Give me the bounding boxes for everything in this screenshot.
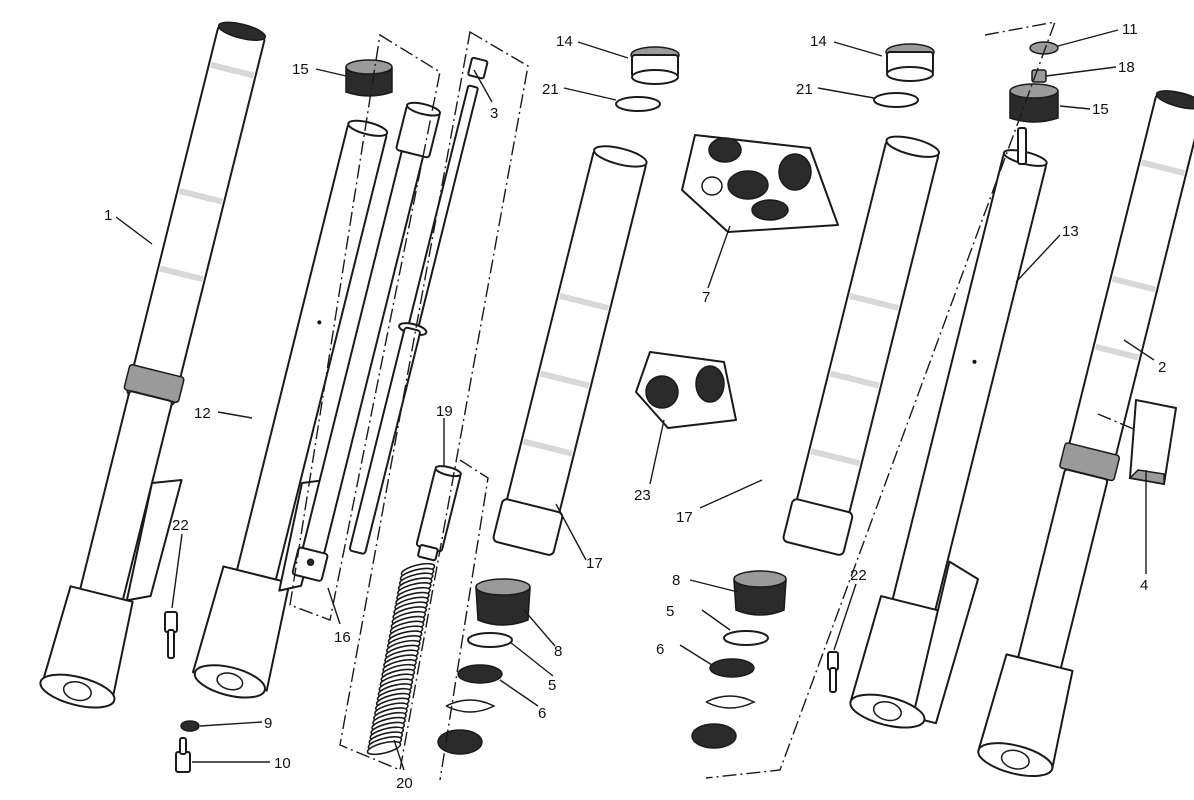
plug-14-right bbox=[885, 43, 935, 82]
bushing-8-right bbox=[733, 570, 787, 616]
fork-tube-17-left bbox=[492, 145, 648, 556]
fork-leg-left bbox=[39, 21, 267, 709]
plug-14-left bbox=[630, 46, 680, 85]
assembly-line-left-b bbox=[339, 30, 529, 771]
clip-left bbox=[445, 699, 496, 713]
oring-21-right bbox=[873, 92, 919, 108]
label-18: 18 bbox=[1118, 59, 1135, 76]
label-7: 7 bbox=[702, 289, 710, 306]
label-21-right: 21 bbox=[796, 81, 813, 98]
rod-13-top bbox=[1017, 127, 1027, 165]
label-13: 13 bbox=[1062, 223, 1079, 240]
dust-cap-right bbox=[691, 723, 737, 749]
assembly-line-right bbox=[705, 21, 1057, 779]
label-11: 11 bbox=[1122, 21, 1138, 38]
cap-15-right bbox=[1009, 83, 1059, 123]
label-17-left: 17 bbox=[586, 555, 603, 572]
label-15-right: 15 bbox=[1092, 101, 1109, 118]
label-1: 1 bbox=[104, 207, 112, 224]
assembly-line-left-c bbox=[439, 459, 489, 781]
label-19: 19 bbox=[436, 403, 453, 420]
cap-15-left bbox=[345, 59, 393, 97]
bushing-8-left bbox=[475, 578, 531, 626]
seal-6-right bbox=[709, 658, 755, 678]
rod-3 bbox=[348, 56, 489, 555]
sticker-4 bbox=[1128, 399, 1177, 485]
label-9: 9 bbox=[264, 715, 272, 732]
fork-leg-12 bbox=[191, 119, 389, 699]
kit-23 bbox=[635, 351, 737, 429]
leader-lines bbox=[115, 29, 1155, 771]
bolt-22-right bbox=[827, 651, 839, 693]
label-6-right: 6 bbox=[656, 641, 664, 658]
label-4: 4 bbox=[1140, 577, 1148, 594]
washer-5-left bbox=[467, 632, 513, 648]
bolt-10 bbox=[175, 737, 191, 773]
label-3: 3 bbox=[490, 105, 498, 122]
fork-leg-13 bbox=[849, 149, 1048, 729]
dust-cap-left bbox=[437, 729, 483, 755]
label-14-left: 14 bbox=[556, 33, 573, 50]
washer-11 bbox=[1029, 41, 1059, 55]
label-22-right: 22 bbox=[850, 567, 867, 584]
fork-leg-right bbox=[977, 90, 1194, 778]
piston-19 bbox=[415, 465, 462, 562]
label-17-right: 17 bbox=[676, 509, 693, 526]
label-8-left: 8 bbox=[554, 643, 562, 660]
label-21-left: 21 bbox=[542, 81, 559, 98]
label-15-left: 15 bbox=[292, 61, 309, 78]
bolt-22-left bbox=[164, 611, 178, 659]
label-16: 16 bbox=[334, 629, 351, 646]
oring-21-left bbox=[615, 96, 661, 112]
label-10: 10 bbox=[274, 755, 291, 772]
label-5-left: 5 bbox=[548, 677, 556, 694]
cartridge-16 bbox=[291, 101, 442, 582]
label-14-right: 14 bbox=[810, 33, 827, 50]
label-8-right: 8 bbox=[672, 572, 680, 589]
washer-9 bbox=[180, 720, 200, 732]
washer-5-right bbox=[723, 630, 769, 646]
clip-right bbox=[705, 695, 756, 709]
spring-20 bbox=[366, 562, 436, 756]
label-22-left: 22 bbox=[172, 517, 189, 534]
label-20: 20 bbox=[396, 775, 413, 792]
part-labels: 1 2 3 4 5 5 6 6 7 8 8 9 10 11 12 13 14 1… bbox=[104, 21, 1166, 792]
label-5-right: 5 bbox=[666, 603, 674, 620]
label-23: 23 bbox=[634, 487, 651, 504]
kit-7 bbox=[681, 134, 839, 233]
assembly-line-left-a bbox=[289, 33, 441, 621]
label-2: 2 bbox=[1158, 359, 1166, 376]
label-6-left: 6 bbox=[538, 705, 546, 722]
fork-tube-17-right bbox=[782, 135, 941, 556]
label-12: 12 bbox=[194, 405, 211, 422]
assembly-line-sticker bbox=[1097, 413, 1137, 431]
spring-coil bbox=[366, 740, 402, 756]
seal-6-left bbox=[457, 664, 503, 684]
